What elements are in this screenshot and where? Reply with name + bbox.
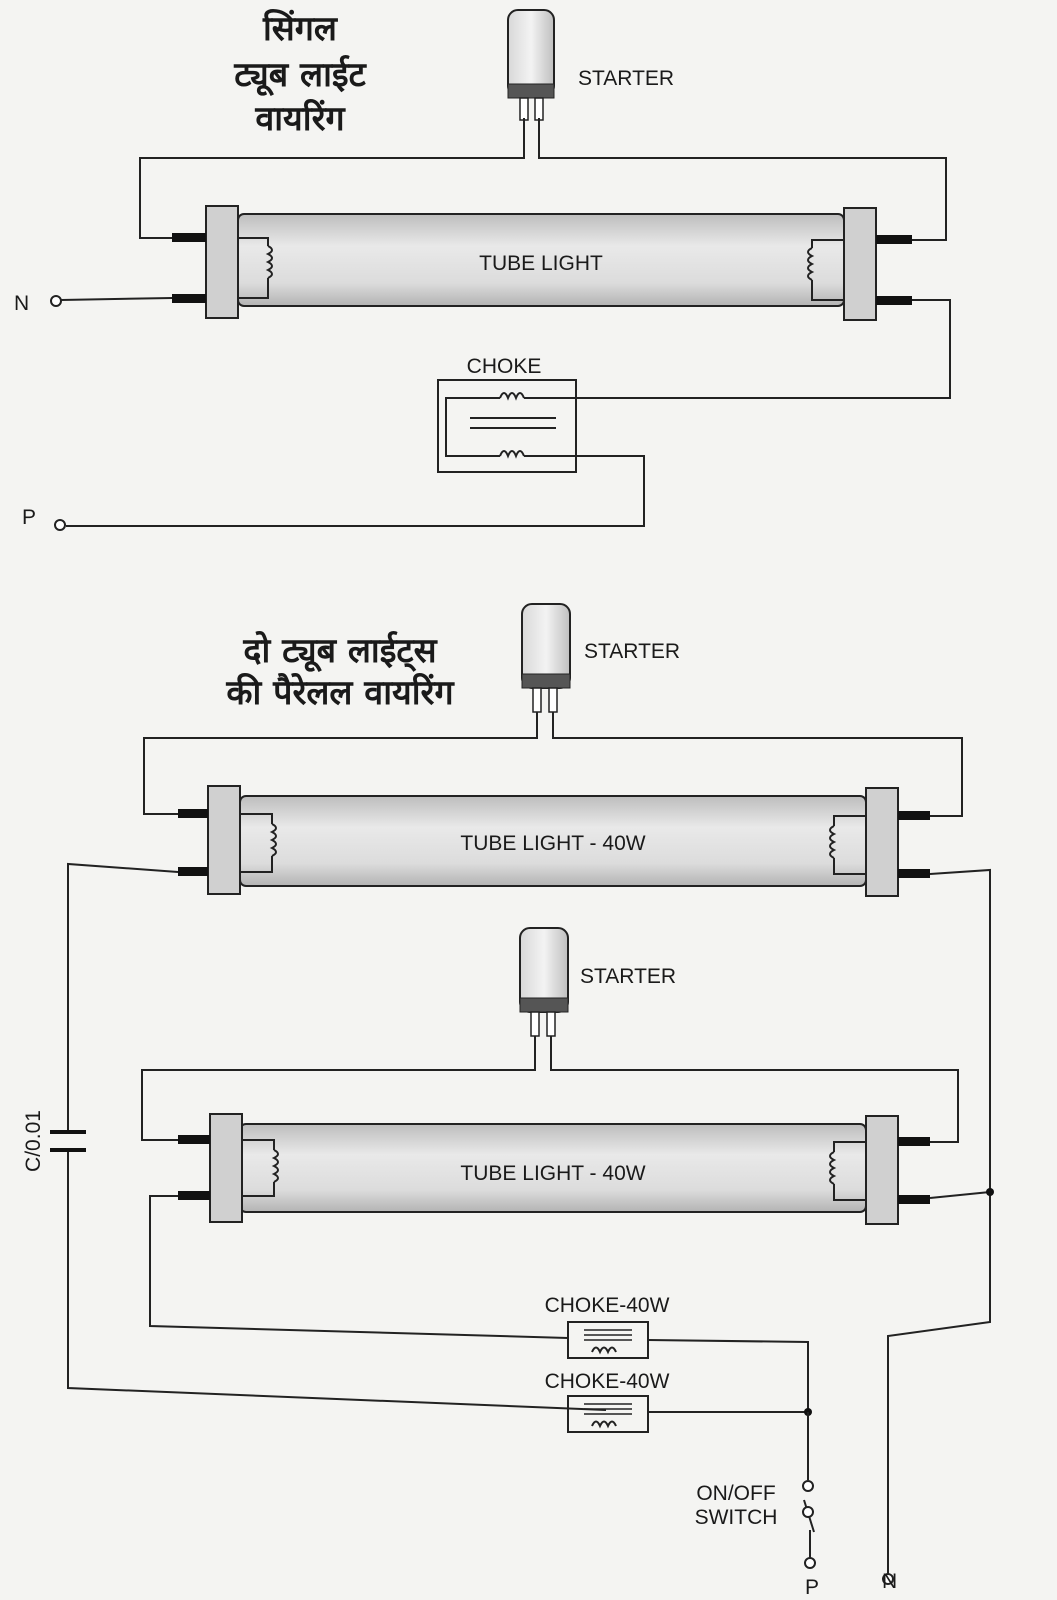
parallel-tube1-label: TUBE LIGHT - 40W: [460, 832, 645, 855]
single-neutral-terminal: [50, 295, 62, 307]
single-title-line-3: वायरिंग: [254, 98, 346, 139]
parallel-phase-label: P: [805, 1576, 819, 1599]
starter-icon: [519, 927, 569, 1037]
switch-label-line-2: SWITCH: [695, 1506, 778, 1529]
parallel-tube-section: दो ट्यूब लाईट्स की पैरेलल वायरिंग STARTE…: [22, 603, 994, 1599]
single-phase-label: P: [22, 506, 36, 529]
choke-icon: [567, 1321, 649, 1359]
capacitor-icon: [50, 1130, 86, 1152]
parallel-phase-terminal: [804, 1557, 816, 1569]
starter-icon: [507, 9, 555, 121]
parallel-starter1-label: STARTER: [584, 640, 680, 663]
single-tube-section: सिंगल ट्यूब लाईट वायरिंग STARTER: [14, 8, 951, 531]
single-phase-terminal: [54, 519, 66, 531]
parallel-title-line-1: दो ट्यूब लाईट्स: [242, 630, 437, 673]
parallel-tube2-label: TUBE LIGHT - 40W: [460, 1162, 645, 1185]
single-tube-label: TUBE LIGHT: [479, 252, 603, 275]
single-neutral-label: N: [14, 292, 29, 315]
parallel-tube-light-2: [178, 1113, 930, 1225]
switch-label-line-1: ON/OFF: [696, 1482, 775, 1505]
parallel-choke1-label: CHOKE-40W: [545, 1294, 670, 1317]
parallel-title-line-2: की पैरेलल वायरिंग: [225, 672, 455, 713]
single-tube-light: [172, 205, 912, 321]
switch-icon: [802, 1480, 815, 1533]
parallel-neutral-terminal: [882, 1573, 894, 1585]
capacitor-label: C/0.01: [22, 1110, 45, 1172]
parallel-tube-light-1: [178, 785, 930, 897]
single-title-line-2: ट्यूब लाईट: [233, 54, 367, 97]
junction-dot: [986, 1188, 994, 1196]
parallel-starter2-label: STARTER: [580, 965, 676, 988]
single-starter-label: STARTER: [578, 67, 674, 90]
starter-icon: [521, 603, 571, 713]
choke-icon: [437, 379, 577, 473]
parallel-choke2-label: CHOKE-40W: [545, 1370, 670, 1393]
single-choke-label: CHOKE: [467, 355, 542, 378]
single-title-line-1: सिंगल: [262, 8, 339, 49]
choke-icon: [567, 1395, 649, 1433]
parallel-neutral-label: N: [882, 1570, 897, 1593]
